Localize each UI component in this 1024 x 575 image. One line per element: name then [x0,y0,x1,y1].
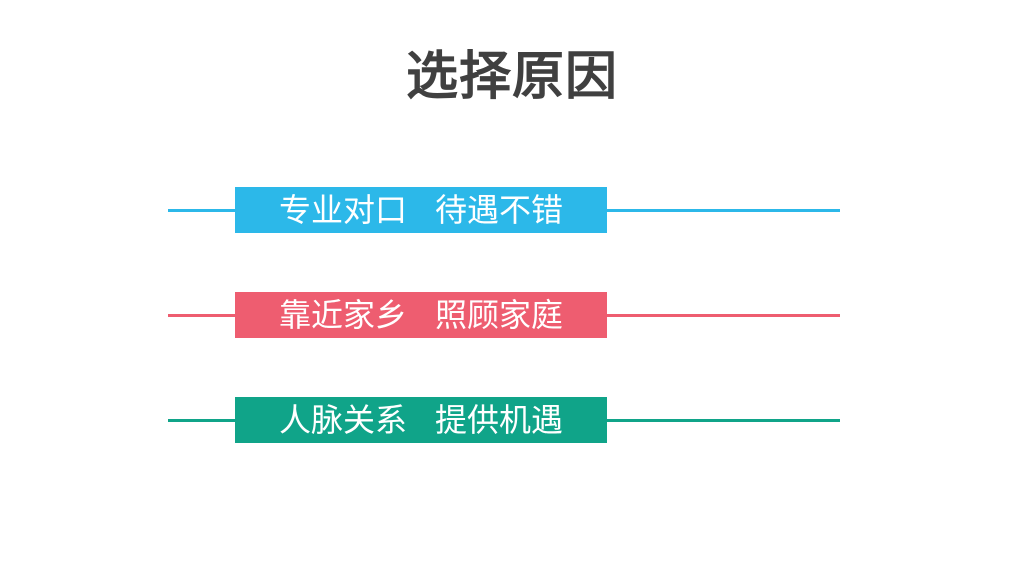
reason-row-1: 专业对口 待遇不错 [0,187,1024,233]
banner-text-left: 靠近家乡 [278,297,407,333]
banner-text-right: 提供机遇 [435,402,564,438]
reason-banner-1: 专业对口 待遇不错 [235,187,607,233]
banner-text-left: 专业对口 [278,192,407,228]
reason-banner-2: 靠近家乡 照顾家庭 [235,292,607,338]
reason-row-3: 人脉关系 提供机遇 [0,397,1024,443]
banner-text-right: 照顾家庭 [435,297,564,333]
banner-text-right: 待遇不错 [435,192,564,228]
page-title: 选择原因 [405,48,618,106]
reason-row-2: 靠近家乡 照顾家庭 [0,292,1024,338]
banner-text-left: 人脉关系 [278,402,407,438]
reason-banner-3: 人脉关系 提供机遇 [235,397,607,443]
